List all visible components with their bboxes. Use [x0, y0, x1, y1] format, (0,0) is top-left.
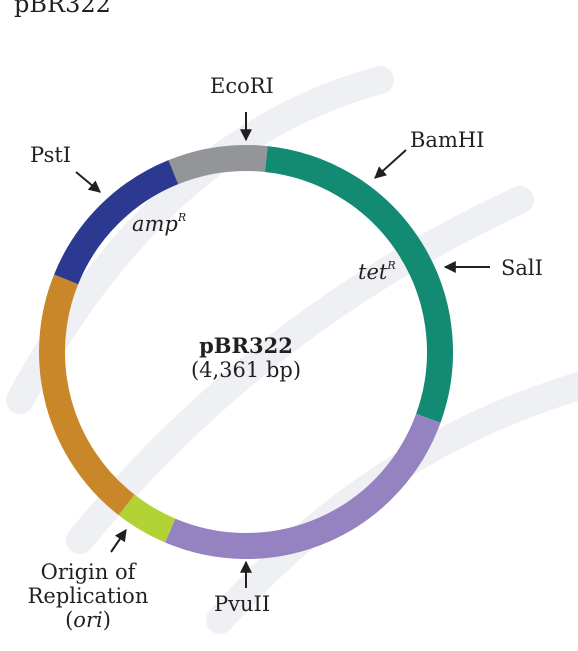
pvuii-label: PvuII — [214, 592, 271, 616]
bamhi-label: BamHI — [410, 128, 485, 152]
top-text-fragment: pBR322 — [14, 0, 111, 18]
tet-gene-label: tetR — [358, 259, 396, 288]
ring-segment-ori — [118, 494, 176, 543]
plasmid-center-label: pBR322 (4,361 bp) — [166, 333, 326, 383]
plasmid-name: pBR322 — [199, 333, 293, 358]
tet-gene-name: tet — [358, 260, 388, 284]
ori-arrow — [110, 529, 127, 553]
ring-segment-orange-region — [39, 274, 135, 516]
amp-gene-sup: R — [177, 211, 187, 224]
plasmid-ring — [39, 145, 453, 559]
amp-gene-name: amp — [132, 212, 178, 236]
origin-line2: Replication — [27, 584, 149, 608]
plasmid-size: (4,361 bp) — [190, 358, 302, 382]
ring-segment-ecori-region — [168, 145, 268, 185]
tet-gene-sup: R — [387, 259, 396, 272]
psti-arrow — [75, 171, 101, 193]
origin-label: Origin of Replication (ori) — [8, 560, 168, 632]
ecori-label: EcoRI — [210, 74, 274, 98]
amp-gene-label: ampR — [132, 211, 187, 240]
ring-segment-tet — [264, 146, 453, 423]
ring-segment-amp — [54, 160, 179, 285]
ori-text: ori — [73, 608, 103, 632]
bamhi-arrow — [374, 149, 407, 179]
sali-label: SalI — [501, 256, 543, 280]
psti-label: PstI — [30, 143, 72, 167]
ring-segment-pvuii-region — [165, 413, 441, 559]
origin-line1: Origin of — [40, 560, 136, 584]
origin-line3: (ori) — [65, 608, 111, 632]
